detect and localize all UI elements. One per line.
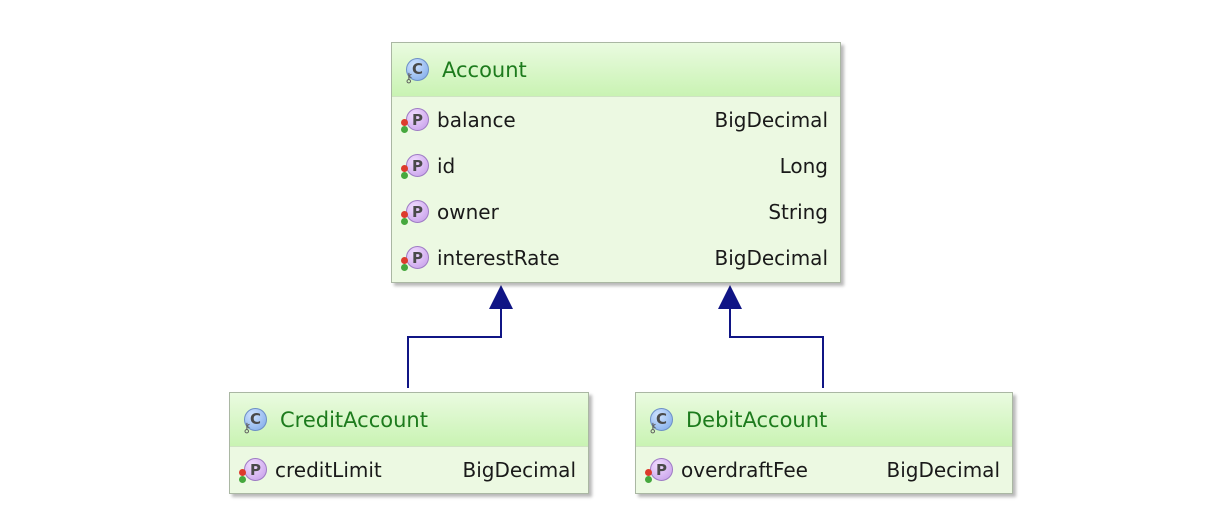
property-icon: P bbox=[400, 197, 430, 227]
field-type: Long bbox=[779, 154, 828, 178]
field-name: id bbox=[437, 154, 456, 178]
property-icon: P bbox=[238, 455, 268, 485]
field-name: owner bbox=[437, 200, 499, 224]
field-row-interestRate: P interestRate BigDecimal bbox=[392, 235, 840, 281]
debitaccount-class-name: DebitAccount bbox=[686, 407, 828, 432]
property-icon: P bbox=[644, 455, 674, 485]
field-row-owner: P owner String bbox=[392, 189, 840, 235]
debitaccount-class-header: C⚷ DebitAccount bbox=[636, 393, 1012, 447]
credit-inheritance-line bbox=[407, 308, 502, 388]
field-row-balance: P balance BigDecimal bbox=[392, 97, 840, 143]
field-type: BigDecimal bbox=[714, 108, 828, 132]
debit-inheritance-line bbox=[729, 308, 824, 388]
field-name: interestRate bbox=[437, 246, 560, 270]
account-class-header: C⚷ Account bbox=[392, 43, 840, 97]
account-class-name: Account bbox=[442, 57, 527, 82]
field-row-creditLimit: P creditLimit BigDecimal bbox=[230, 447, 588, 493]
field-row-id: P id Long bbox=[392, 143, 840, 189]
field-type: BigDecimal bbox=[462, 458, 576, 482]
account-class-box[interactable]: C⚷ Account P balance BigDecimal P id Lon… bbox=[391, 42, 841, 283]
debit-inheritance-arrowhead bbox=[718, 285, 742, 309]
property-icon: P bbox=[400, 151, 430, 181]
field-row-overdraftFee: P overdraftFee BigDecimal bbox=[636, 447, 1012, 493]
field-type: BigDecimal bbox=[886, 458, 1000, 482]
property-icon: P bbox=[400, 105, 430, 135]
field-type: String bbox=[768, 200, 828, 224]
credit-inheritance-arrowhead bbox=[489, 285, 513, 309]
field-name: balance bbox=[437, 108, 516, 132]
creditaccount-class-name: CreditAccount bbox=[280, 407, 428, 432]
class-icon: C⚷ bbox=[404, 55, 434, 85]
debitaccount-class-box[interactable]: C⚷ DebitAccount P overdraftFee BigDecima… bbox=[635, 392, 1013, 494]
creditaccount-class-header: C⚷ CreditAccount bbox=[230, 393, 588, 447]
field-name: creditLimit bbox=[275, 458, 382, 482]
class-icon: C⚷ bbox=[242, 405, 272, 435]
field-type: BigDecimal bbox=[714, 246, 828, 270]
class-icon: C⚷ bbox=[648, 405, 678, 435]
creditaccount-class-box[interactable]: C⚷ CreditAccount P creditLimit BigDecima… bbox=[229, 392, 589, 494]
field-name: overdraftFee bbox=[681, 458, 808, 482]
property-icon: P bbox=[400, 243, 430, 273]
